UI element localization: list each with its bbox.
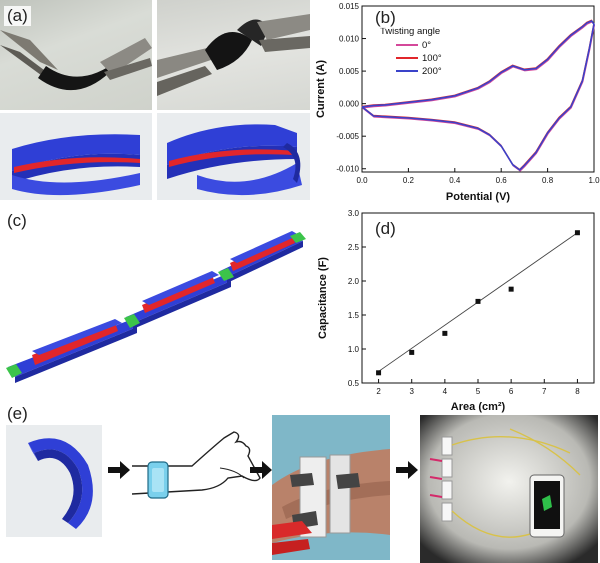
x-tick-label: 0.2 xyxy=(403,176,415,185)
panel-label-c: (c) xyxy=(4,211,30,231)
y-tick-label: 3.0 xyxy=(348,209,360,218)
series-device-render xyxy=(6,231,306,383)
arrow-icon xyxy=(108,461,130,479)
x-axis-label: Potential (V) xyxy=(446,191,511,203)
data-point xyxy=(508,286,514,292)
data-point xyxy=(574,230,580,236)
panel-c: (c) xyxy=(0,205,310,400)
cv-series-line xyxy=(361,19,595,171)
y-tick-label: 1.5 xyxy=(348,311,360,320)
x-tick-label: 3 xyxy=(409,387,414,396)
x-tick-label: 0.8 xyxy=(542,176,554,185)
data-point xyxy=(442,330,448,336)
data-point xyxy=(376,370,382,376)
x-tick-label: 7 xyxy=(542,387,547,396)
y-tick-label: 0.5 xyxy=(348,379,360,388)
cv-chart: 0.0 0.2 0.4 0.6 0.8 1.0 -0.010 -0.005 0.000 0.005… xyxy=(315,2,600,203)
panel-e: (e) xyxy=(0,400,600,563)
y-tick-label: 2.5 xyxy=(348,243,360,252)
y-tick-label: 2.0 xyxy=(348,277,360,286)
plot-frame xyxy=(361,5,595,173)
y-tick-label: -0.005 xyxy=(336,132,359,141)
panel-b: 0.0 0.2 0.4 0.6 0.8 1.0 -0.010 -0.005 0.000 0.005… xyxy=(310,0,600,205)
legend-entry: 0° xyxy=(422,40,431,51)
photo-bent-device xyxy=(0,0,152,110)
x-tick-label: 6 xyxy=(509,387,514,396)
legend-entry: 200° xyxy=(422,66,442,77)
panel-label-b: (b) xyxy=(372,8,399,28)
panel-label-a: (a) xyxy=(4,6,31,26)
wrist-sketch xyxy=(132,408,262,528)
y-tick-label: 0.000 xyxy=(339,100,360,109)
x-tick-label: 2 xyxy=(376,387,381,396)
panel-a: (a) xyxy=(0,0,310,200)
legend-title: Twisting angle xyxy=(380,26,440,37)
y-tick-label: 0.015 xyxy=(339,2,360,11)
data-point xyxy=(409,349,415,355)
x-tick-label: 5 xyxy=(476,387,481,396)
data-point xyxy=(475,298,481,304)
y-tick-label: 1.0 xyxy=(348,345,360,354)
cv-series-line xyxy=(361,20,595,172)
x-axis-label: Area (cm²) xyxy=(451,401,506,413)
render-twisted-90 xyxy=(0,113,152,200)
bracelet-render xyxy=(6,425,102,537)
y-tick-label: 0.005 xyxy=(339,67,360,76)
arrow-icon xyxy=(396,461,418,479)
photo-powering-device xyxy=(420,415,598,563)
x-tick-label: 0.4 xyxy=(449,176,461,185)
photo-bracelet-on-wrist xyxy=(272,415,390,560)
y-axis-label: Current (A) xyxy=(315,60,327,118)
legend-entry: 100° xyxy=(422,53,442,64)
y-tick-label: 0.010 xyxy=(339,35,360,44)
panel-label-d: (d) xyxy=(372,219,399,239)
y-axis-label: Capacitance (F) xyxy=(317,257,329,339)
x-tick-label: 4 xyxy=(443,387,448,396)
x-tick-label: 0.6 xyxy=(496,176,508,185)
render-twisted-180 xyxy=(157,113,310,200)
photo-twisted-device xyxy=(157,0,310,110)
panel-label-e: (e) xyxy=(4,404,31,424)
x-tick-label: 8 xyxy=(575,387,580,396)
x-tick-label: 0.0 xyxy=(356,176,368,185)
y-tick-label: -0.010 xyxy=(336,165,359,174)
arrow-icon xyxy=(250,461,272,479)
x-tick-label: 1.0 xyxy=(588,176,600,185)
